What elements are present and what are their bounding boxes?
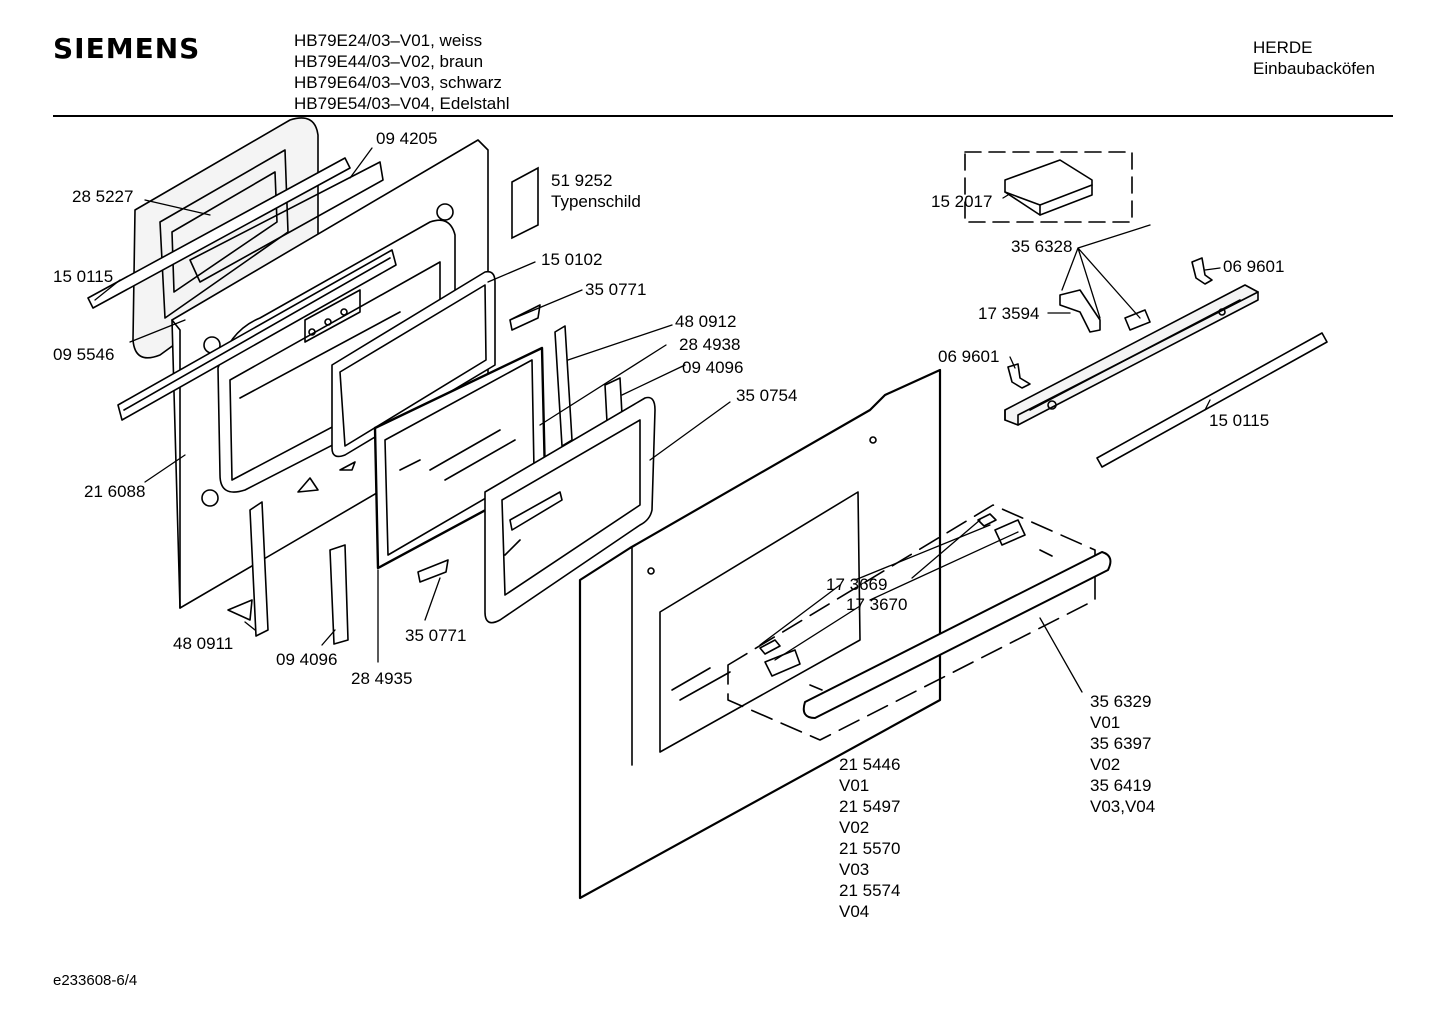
part-label: 17 3594 xyxy=(978,304,1040,323)
header-divider xyxy=(53,115,1393,117)
part-label: 15 0115 xyxy=(53,267,114,286)
part-label-line: V01 xyxy=(839,776,870,795)
part-label-line: 51 9252 xyxy=(551,171,613,190)
part-label: 35 0771 xyxy=(405,626,467,645)
part-label: 09 5546 xyxy=(53,345,115,364)
part-label-line: 35 6419 xyxy=(1090,776,1152,795)
part-label: 48 0912 xyxy=(675,312,737,331)
category-line: HERDE xyxy=(1253,38,1313,57)
part-label: 15 0115 xyxy=(1209,411,1270,430)
part-label: 35 0754 xyxy=(736,386,798,405)
model-line: HB79E24/03–V01, weiss xyxy=(294,31,483,50)
part-label-line: 21 5570 xyxy=(839,839,901,858)
part-label: 28 5227 xyxy=(72,187,134,206)
part-label-line: 21 5497 xyxy=(839,797,901,816)
insulation-block-part xyxy=(1004,159,1093,216)
part-label: 28 4938 xyxy=(679,335,741,354)
strip-right-part xyxy=(1096,332,1328,468)
category-line: Einbaubacköfen xyxy=(1253,59,1375,78)
part-label-line: V01 xyxy=(1090,713,1121,732)
model-line: HB79E64/03–V03, schwarz xyxy=(294,73,502,92)
door-handle-part xyxy=(802,549,1112,719)
part-label: 35 0771 xyxy=(585,280,647,299)
part-label-line: Typenschild xyxy=(551,192,641,211)
model-list: HB79E24/03–V01, weiss HB79E44/03–V02, br… xyxy=(294,30,510,114)
part-label: 15 0102 xyxy=(541,250,603,269)
part-label: 28 4935 xyxy=(351,669,413,688)
part-label-line: V04 xyxy=(839,902,870,921)
part-label: 15 2017 xyxy=(931,192,993,211)
part-label-line: 35 6397 xyxy=(1090,734,1152,753)
handle-part-numbers: 35 6329 V01 35 6397 V02 35 6419 V03,V04 xyxy=(1090,691,1155,817)
model-line: HB79E54/03–V04, Edelstahl xyxy=(294,94,510,113)
part-label: 48 0911 xyxy=(173,634,234,653)
part-label-line: 21 5446 xyxy=(839,755,901,774)
part-label: 35 6328 xyxy=(1011,237,1073,256)
outer-glass-part xyxy=(578,368,942,900)
part-label-line: V02 xyxy=(839,818,870,837)
part-label: 17 3670 xyxy=(846,595,908,614)
category-title: HERDE Einbaubacköfen xyxy=(1253,37,1375,79)
strip-left-part xyxy=(87,157,351,309)
insulation-dashed-box xyxy=(964,151,1133,223)
part-label: 51 9252 Typenschild xyxy=(551,170,641,212)
glass-frame-part xyxy=(484,396,656,624)
rail-top-part xyxy=(554,325,573,447)
intermediate-frame-part xyxy=(331,270,496,458)
document-code: e233608-6/4 xyxy=(53,972,138,989)
part-label: 09 4096 xyxy=(682,358,744,377)
long-strip-part xyxy=(117,249,397,421)
part-label: 09 4096 xyxy=(276,650,338,669)
model-line: HB79E44/03–V02, braun xyxy=(294,52,484,71)
brand-logo: SIEMENS xyxy=(53,32,201,65)
part-label-line: 21 5574 xyxy=(839,881,901,900)
handle-dashed-box xyxy=(727,504,1096,741)
hinge-rail-part xyxy=(249,501,269,637)
part-label: 21 6088 xyxy=(84,482,146,501)
part-label: 17 3669 xyxy=(826,575,888,594)
part-label-line: V03,V04 xyxy=(1090,797,1156,816)
mounting-rail-part xyxy=(1004,284,1259,426)
part-label: 09 4205 xyxy=(376,129,438,148)
outer-glass-part-numbers: 21 5446 V01 21 5497 V02 21 5570 V03 21 5… xyxy=(839,754,900,922)
part-label: 06 9601 xyxy=(938,347,1000,366)
part-label-line: V03 xyxy=(839,860,870,879)
part-label-line: 35 6329 xyxy=(1090,692,1152,711)
thin-panel-part xyxy=(189,161,384,283)
part-label: 06 9601 xyxy=(1223,257,1285,276)
part-label-line: V02 xyxy=(1090,755,1121,774)
